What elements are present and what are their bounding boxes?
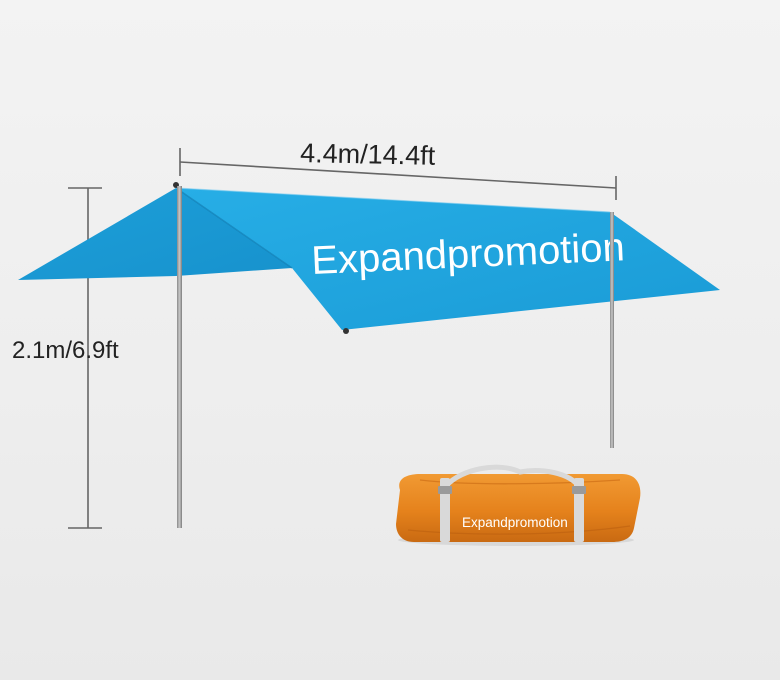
width-label: 4.4m/14.4ft [300,138,436,171]
tarp-canopy: Expandpromotion [175,187,720,330]
width-dimension-line [179,161,617,189]
tarp-ridge-edge [175,187,611,213]
tarp-seam [175,187,293,269]
height-label: 2.1m/6.9ft [12,337,119,364]
tarp-left-wing [18,188,292,280]
bag-buckle [438,486,452,494]
tarp-main-panel [176,188,720,330]
bag-brand-text: Expandpromotion [462,515,568,530]
bag-buckle [572,486,586,494]
tarp-grommet [343,328,349,334]
width-dimension: 4.4m/14.4ft [179,138,617,200]
bag-wrinkle [407,525,631,535]
left-pole [177,186,182,528]
bag-handle [443,464,583,491]
carry-bag: Expandpromotion [396,464,641,546]
right-pole [610,212,614,448]
